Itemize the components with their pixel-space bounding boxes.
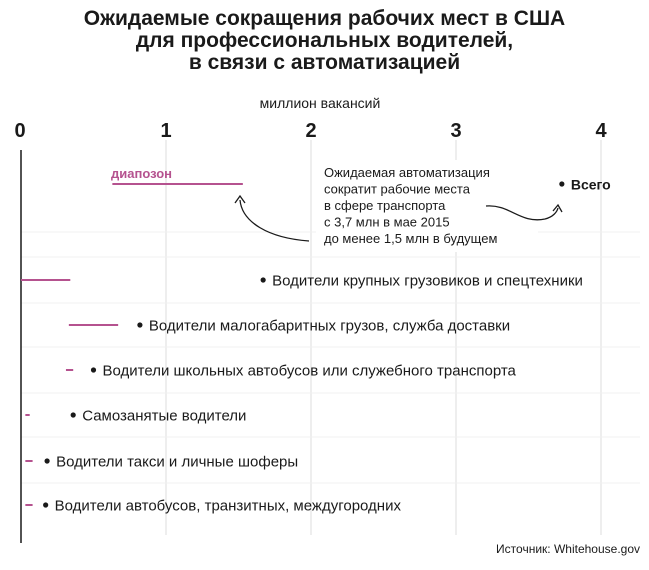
x-tick-label: 1 — [160, 120, 171, 142]
total-dot — [559, 181, 565, 187]
arrow-head — [552, 203, 563, 213]
row-label: Водители малогабаритных грузов, служба д… — [149, 318, 510, 335]
row-label: Водители автобусов, транзитных, междугор… — [55, 498, 402, 515]
row-label: Всего — [571, 177, 611, 193]
annotation-line: с 3,7 млн в мае 2015 — [324, 215, 450, 230]
title-line-3: в связи с автоматизацией — [188, 51, 461, 74]
row-label: Водители крупных грузовиков и спецтехник… — [272, 273, 583, 290]
total-dot — [260, 277, 266, 283]
x-tick-label: 2 — [305, 120, 316, 142]
chart-title: Ожидаемые сокращения рабочих мест в США … — [0, 8, 649, 74]
annotation-line: до менее 1,5 млн в будущем — [324, 231, 497, 246]
title-line-2: для профессиональных водителей, — [135, 29, 514, 52]
title-line-1: Ожидаемые сокращения рабочих мест в США — [83, 7, 566, 30]
row-label: Водители такси и личные шоферы — [56, 454, 298, 471]
source-note: Источник: Whitehouse.gov — [496, 542, 640, 556]
total-dot — [70, 412, 76, 418]
x-axis-label: миллион вакансий — [259, 95, 381, 111]
arrow-head — [234, 194, 246, 204]
x-tick-label: 3 — [450, 120, 461, 142]
total-dot — [137, 322, 143, 328]
annotation-bg — [316, 160, 538, 252]
annotation-line: сократит рабочие места — [324, 182, 471, 197]
x-tick-label: 4 — [595, 120, 607, 142]
total-dot — [43, 502, 49, 508]
annotation-line: Ожидаемая автоматизация — [324, 165, 490, 180]
row-label: Самозанятые водители — [82, 408, 246, 425]
arrow-to-total — [485, 205, 559, 221]
row-label: Водители школьных автобусов или служебно… — [103, 363, 517, 380]
arrow-to-range — [239, 199, 310, 242]
annotation-line: в сфере транспорта — [324, 198, 446, 213]
range-legend-label: диапозон — [111, 166, 172, 181]
total-dot — [44, 458, 50, 464]
total-dot — [90, 367, 97, 373]
x-tick-label: 0 — [14, 120, 25, 142]
